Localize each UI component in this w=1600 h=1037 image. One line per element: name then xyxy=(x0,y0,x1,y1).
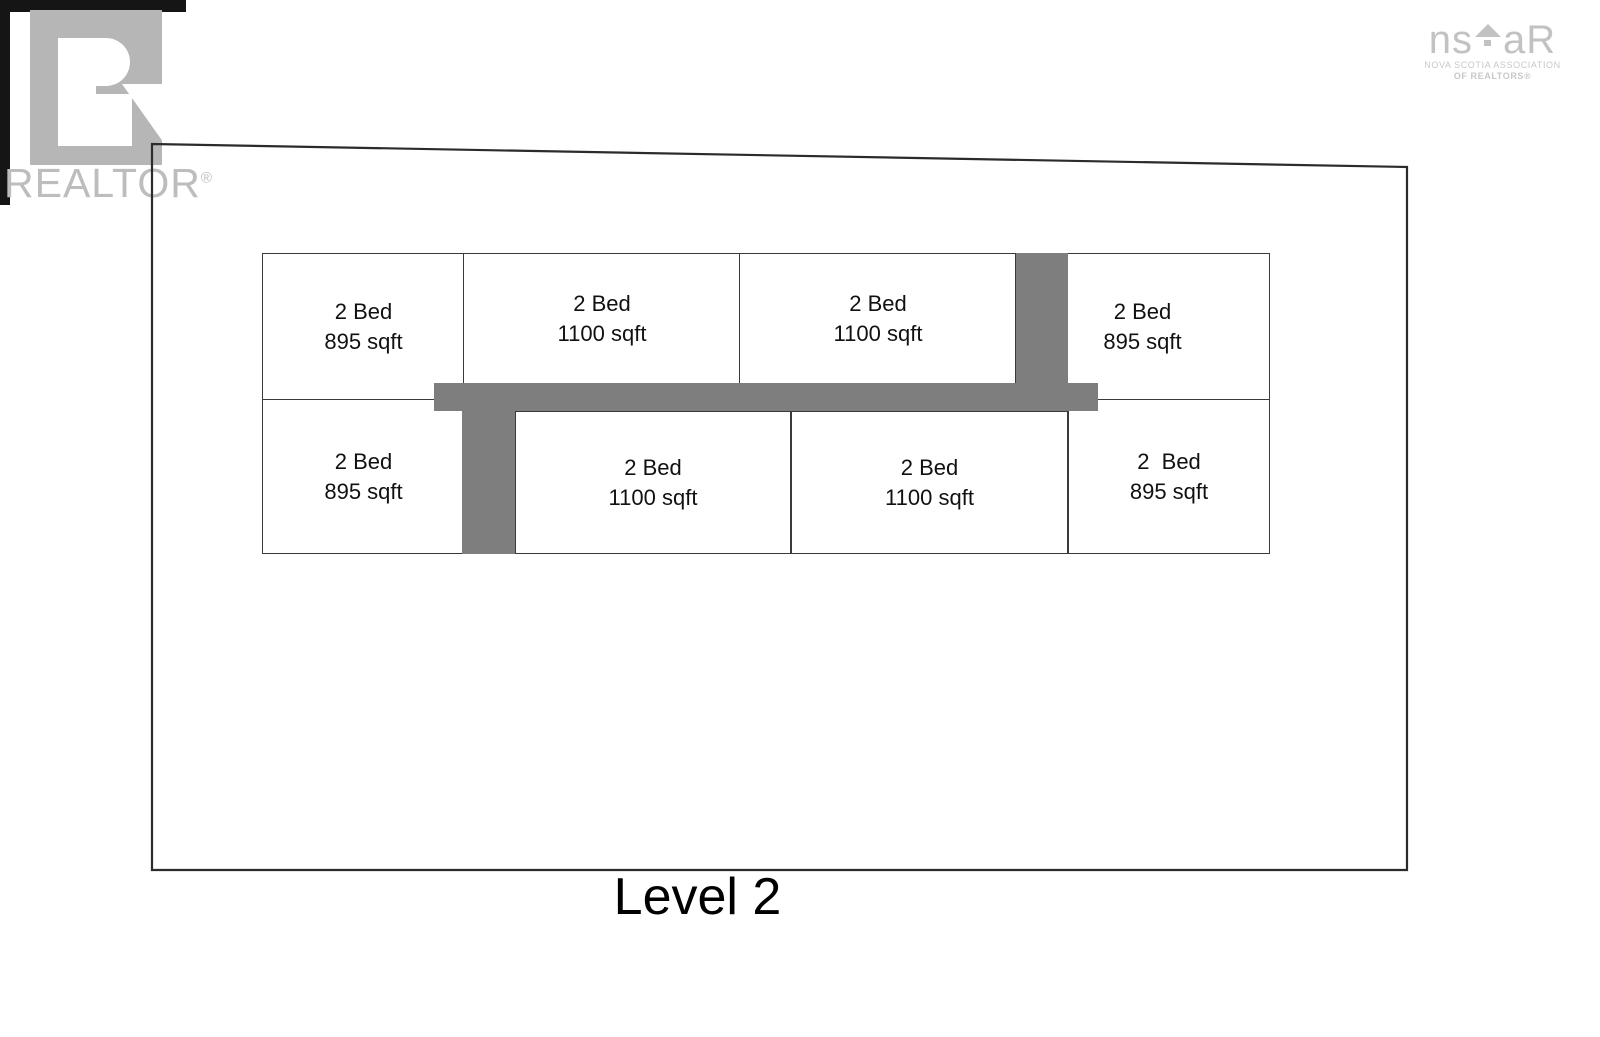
unit-bottom-1[interactable]: 2 Bed 895 sqft xyxy=(262,399,465,554)
nsar-subtitle-line1: NOVA SCOTIA ASSOCIATION xyxy=(1424,60,1561,70)
unit-beds: 2 Bed xyxy=(1137,448,1201,474)
unit-top-2[interactable]: 2 Bed 1100 sqft xyxy=(463,253,741,384)
unit-bottom-3[interactable]: 2 Bed 1100 sqft xyxy=(791,411,1068,554)
nsar-subtitle-line2: OF REALTORS® xyxy=(1453,71,1532,81)
level-caption: Level 2 xyxy=(613,868,782,926)
unit-block: 2 Bed 895 sqft 2 Bed 1100 sqft 2 Bed 110… xyxy=(262,253,1270,554)
unit-beds: 2 Bed xyxy=(1113,299,1172,324)
realtor-wordmark-text: REALTOR xyxy=(4,160,201,206)
unit-top-1[interactable]: 2 Bed 895 sqft xyxy=(262,253,465,401)
realtor-r-bowl xyxy=(96,38,130,86)
unit-area: 895 sqft xyxy=(1103,329,1182,354)
realtor-r-icon xyxy=(30,10,166,165)
nsar-house-roof-icon xyxy=(1473,20,1503,60)
unit-beds: 2 Bed xyxy=(624,454,682,480)
unit-beds: 2 Bed xyxy=(900,454,959,480)
realtor-logo: REALTOR® xyxy=(4,0,212,210)
unit-top-3[interactable]: 2 Bed 1100 sqft xyxy=(739,253,1017,384)
unit-bottom-4[interactable]: 2 Bed 895 sqft xyxy=(1068,399,1270,554)
building-outline-shape xyxy=(150,142,1409,872)
building-outline xyxy=(150,142,1409,872)
unit-area: 895 sqft xyxy=(324,329,403,354)
corridor-vertical-upper xyxy=(1016,253,1068,393)
nsar-wordmark-suffix: aR xyxy=(1503,18,1557,62)
page-edge-top-band xyxy=(0,0,186,12)
unit-beds: 2 Bed xyxy=(334,299,393,324)
unit-beds: 2 Bed xyxy=(849,290,907,316)
unit-area: 1100 sqft xyxy=(885,484,974,510)
corridor-horizontal xyxy=(434,383,1098,411)
nsar-subtitle: NOVA SCOTIA ASSOCIATION OF REALTORS® xyxy=(1405,60,1580,82)
unit-area: 895 sqft xyxy=(1129,478,1209,504)
realtor-r-leg xyxy=(122,84,166,146)
unit-beds: 2 Bed xyxy=(573,290,631,316)
realtor-wordmark: REALTOR® xyxy=(4,160,213,207)
nsar-wordmark-prefix: ns xyxy=(1428,18,1474,62)
unit-area: 1100 sqft xyxy=(833,320,923,346)
unit-area: 1100 sqft xyxy=(608,484,698,510)
realtor-r-stem xyxy=(58,38,96,146)
unit-beds: 2 Bed xyxy=(334,448,393,474)
page-edge-left-band xyxy=(0,0,10,205)
realtor-registered-mark: ® xyxy=(200,169,213,187)
unit-area: 1100 sqft xyxy=(557,320,647,346)
corridor-vertical-lower xyxy=(462,403,515,554)
unit-area: 895 sqft xyxy=(324,478,403,504)
unit-bottom-2[interactable]: 2 Bed 1100 sqft xyxy=(515,411,791,554)
